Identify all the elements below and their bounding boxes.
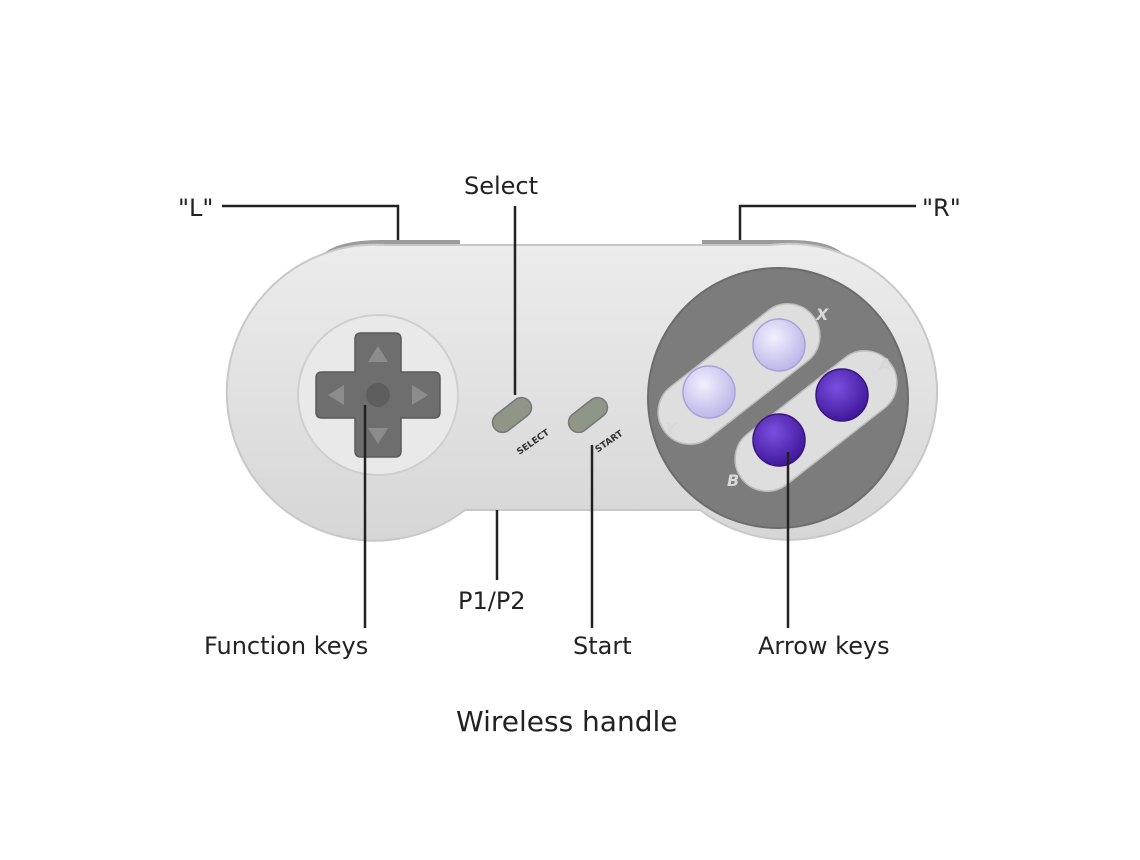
start-label: Start — [573, 632, 632, 660]
r-label: "R" — [922, 194, 961, 222]
l-label: "L" — [178, 194, 214, 222]
x-letter: X — [815, 305, 829, 324]
y-button — [682, 365, 736, 419]
select-button — [491, 396, 533, 434]
face-button-plate — [647, 267, 909, 529]
dpad-down-arrow-icon — [368, 428, 388, 444]
dpad-left-arrow-icon — [328, 385, 344, 405]
p1p2-label: P1/P2 — [458, 587, 526, 615]
b-button — [752, 413, 806, 467]
a-button — [815, 368, 869, 422]
function-keys-label: Function keys — [204, 632, 369, 660]
diagram-caption: Wireless handle — [456, 705, 678, 738]
dpad-up-arrow-icon — [368, 346, 388, 362]
l-leader-line — [222, 204, 400, 240]
dpad-right-arrow-icon — [412, 385, 428, 405]
r-leader-line — [738, 204, 916, 240]
y-letter: Y — [665, 419, 678, 438]
a-letter: A — [877, 355, 891, 374]
b-letter: B — [727, 471, 739, 490]
x-button — [752, 318, 806, 372]
select-label: Select — [464, 172, 539, 200]
arrow-keys-label: Arrow keys — [758, 632, 890, 660]
dpad — [315, 332, 441, 458]
start-button — [567, 396, 609, 434]
